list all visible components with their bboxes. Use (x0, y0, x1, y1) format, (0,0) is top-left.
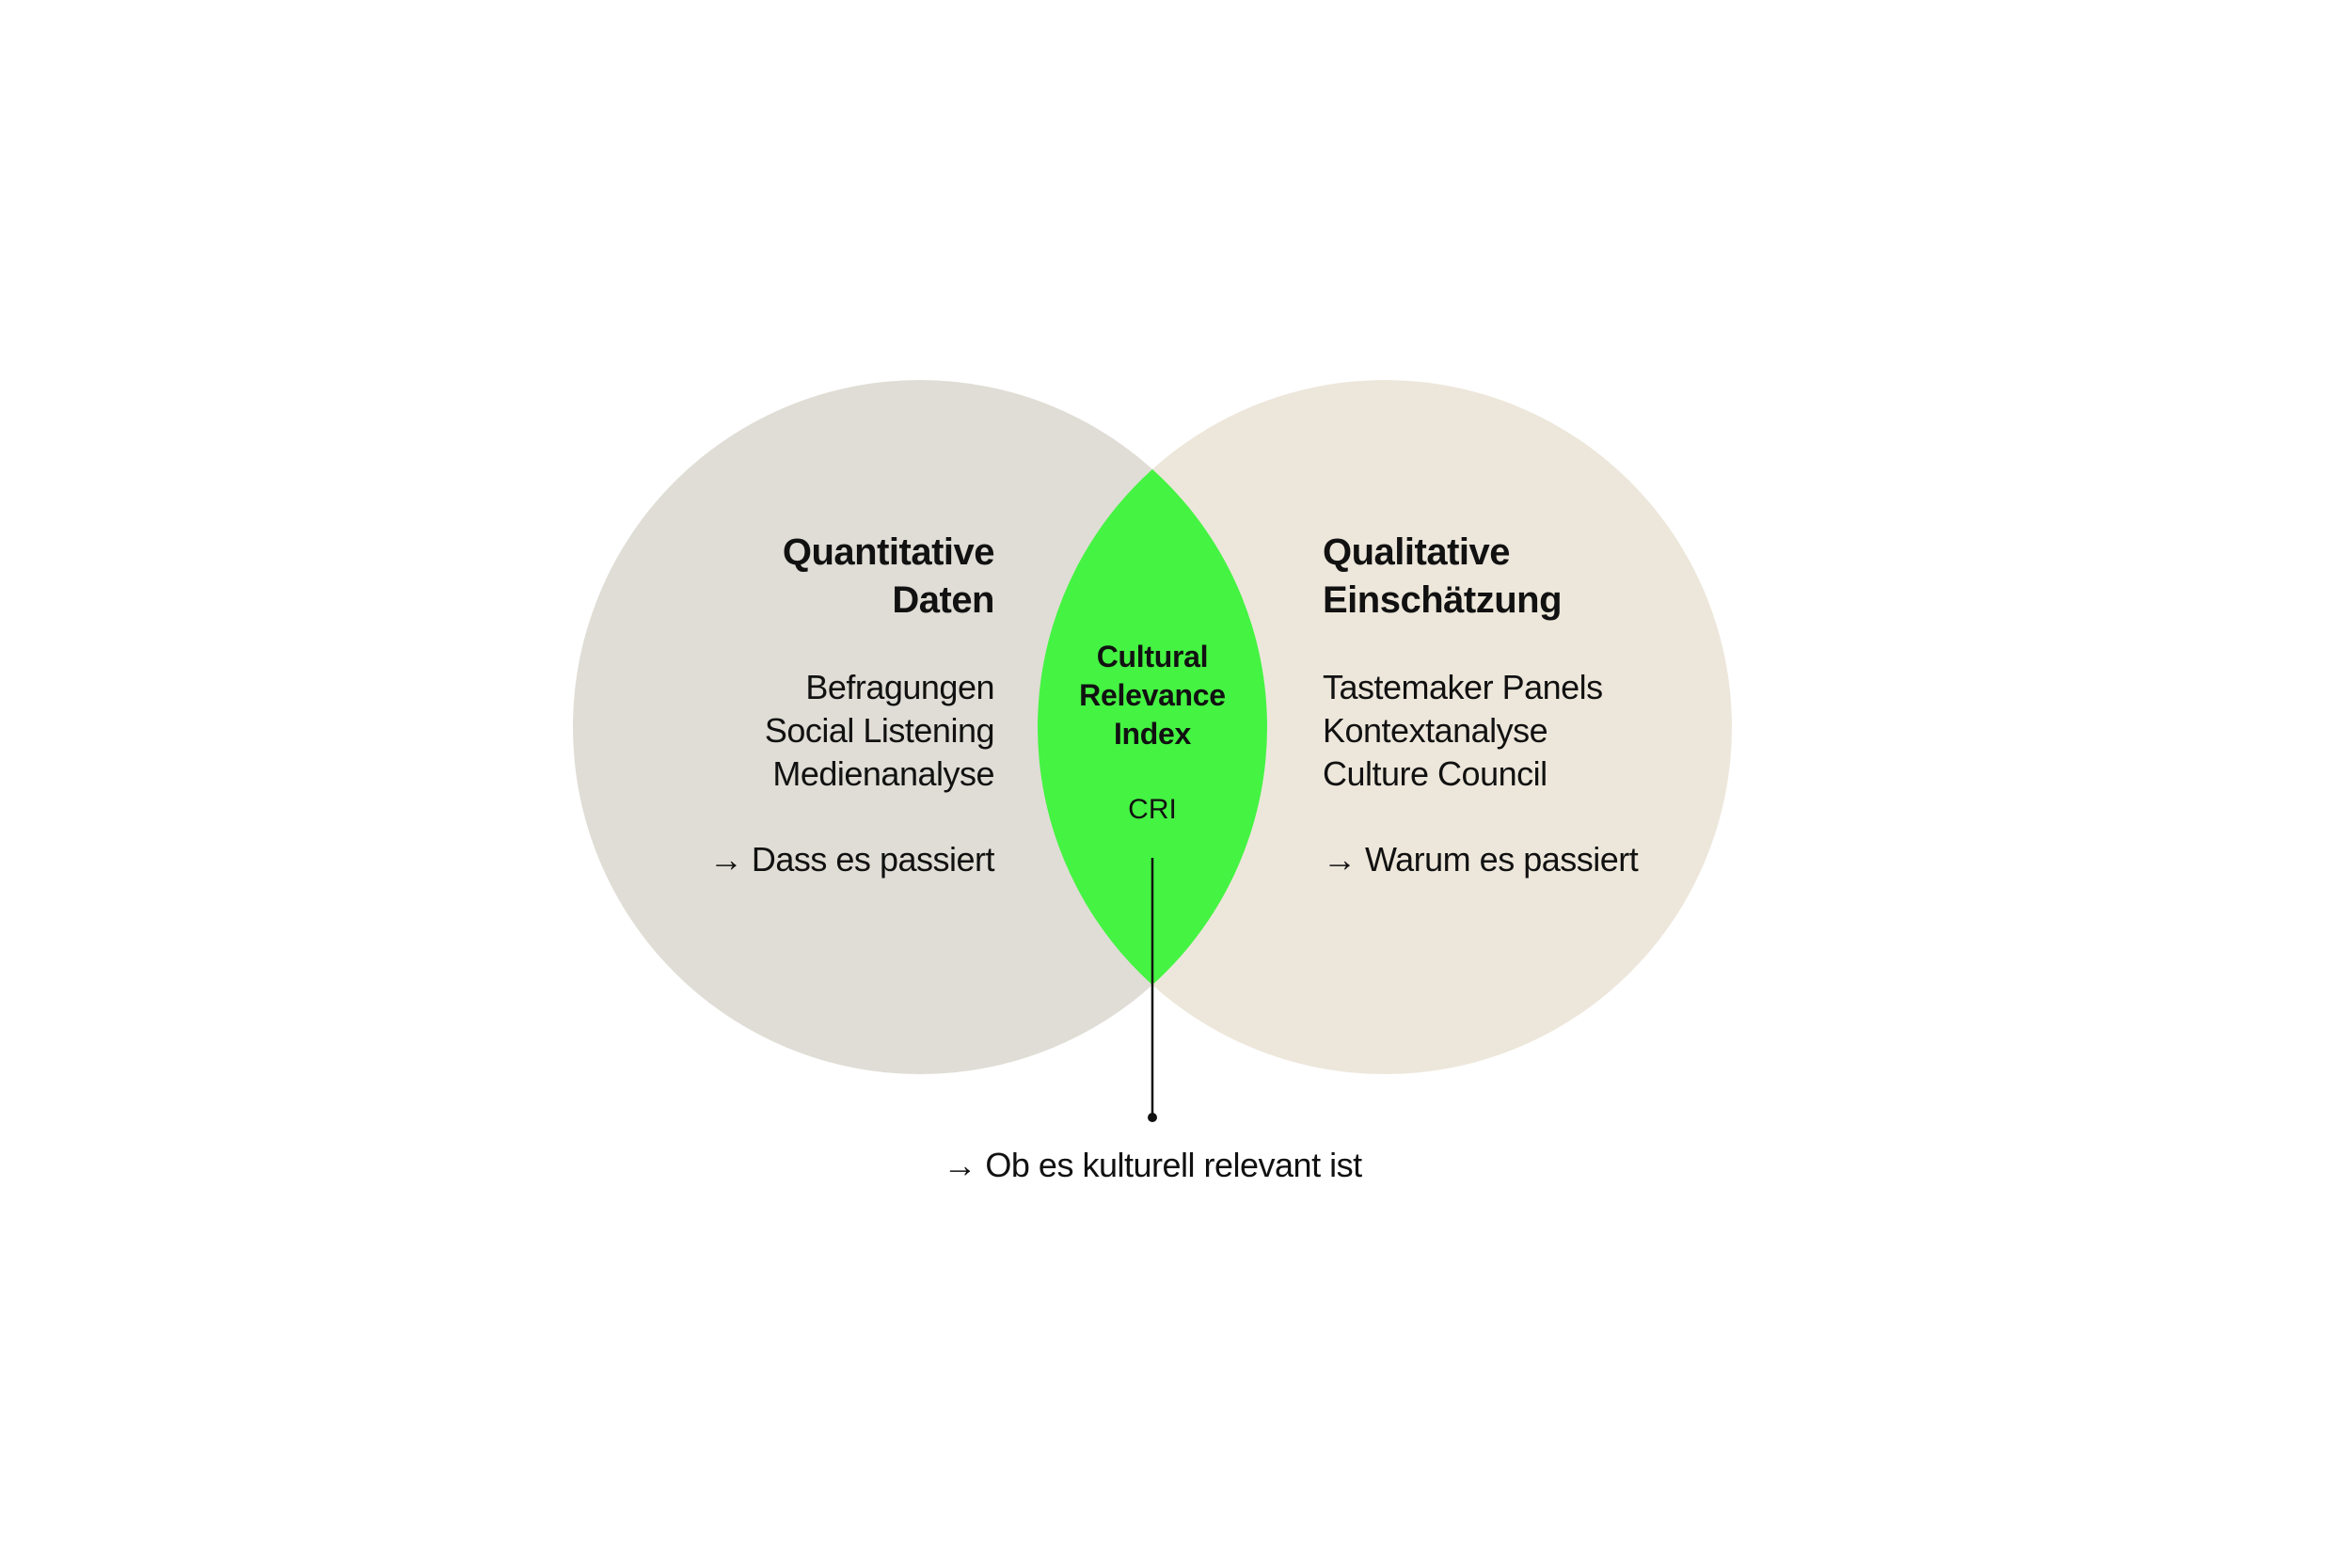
center-abbreviation: CRI (1128, 794, 1177, 825)
right-item: Kontextanalyse (1323, 711, 1548, 750)
right-heading-line-2: Einschätzung (1323, 579, 1563, 621)
right-item-list: Tastemaker Panels Kontextanalyse Culture… (1323, 666, 1603, 796)
right-item: Culture Council (1323, 754, 1547, 793)
center-heading: Cultural Relevance Index (1011, 638, 1293, 753)
left-item: Befragungen (805, 668, 994, 706)
right-outcome: → Warum es passiert (1323, 840, 1639, 879)
center-heading-line-1: Cultural (1096, 640, 1209, 673)
left-heading-line-1: Quantitative (782, 531, 995, 573)
left-item: Social Listening (764, 711, 995, 750)
overlap-lens (1038, 380, 1267, 1074)
center-heading-line-2: Relevance (1079, 678, 1226, 712)
right-item: Tastemaker Panels (1323, 668, 1603, 706)
left-heading-line-2: Daten (892, 579, 994, 621)
left-heading: Quantitative Daten (782, 529, 995, 625)
left-outcome: → Dass es passiert (708, 840, 995, 879)
left-item-list: Befragungen Social Listening Medienanaly… (764, 666, 995, 796)
left-item: Medienanalyse (772, 754, 994, 793)
center-heading-line-3: Index (1113, 717, 1192, 751)
connector-dot (1148, 1113, 1157, 1122)
right-heading: Qualitative Einschätzung (1323, 529, 1563, 625)
right-heading-line-1: Qualitative (1323, 531, 1511, 573)
bottom-outcome: → Ob es kulturell relevant ist (943, 1146, 1362, 1184)
